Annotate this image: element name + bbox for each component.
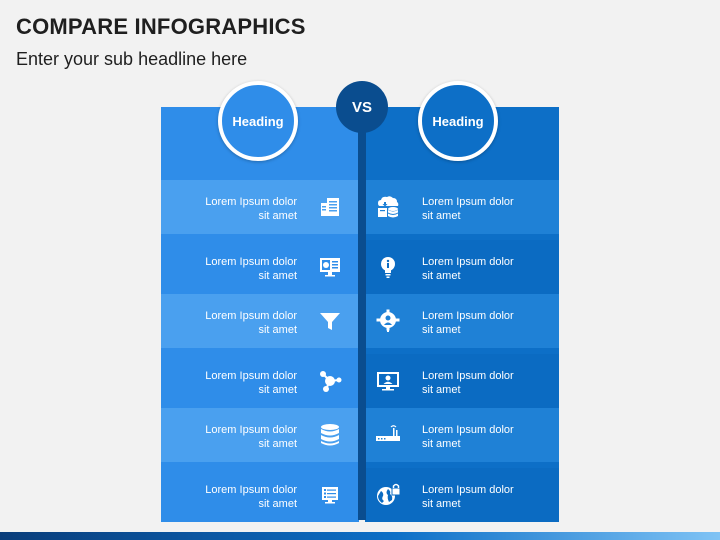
globe-lock-icon: [375, 482, 401, 508]
left-row-text: Lorem Ipsum dolor sit amet: [205, 424, 297, 450]
right-row-text: Lorem Ipsum dolor sit amet: [422, 484, 514, 510]
right-row-3: Lorem Ipsum dolor sit amet: [365, 294, 559, 348]
router-icon: [375, 422, 401, 448]
right-row-1: Lorem Ipsum dolor sit amet: [365, 180, 559, 234]
left-heading: Heading: [232, 113, 284, 129]
video-call-icon: [375, 368, 401, 394]
left-heading-circle: Heading: [218, 81, 298, 161]
left-row-3: Lorem Ipsum dolor sit amet: [161, 294, 359, 348]
left-row-text: Lorem Ipsum dolor sit amet: [205, 370, 297, 396]
bottom-accent-bar: [0, 532, 720, 540]
left-row-2: Lorem Ipsum dolor sit amet: [161, 240, 359, 294]
slide-title: COMPARE INFOGRAPHICS: [16, 14, 306, 39]
right-row-text: Lorem Ipsum dolor sit amet: [422, 310, 514, 336]
left-row-5: Lorem Ipsum dolor sit amet: [161, 408, 359, 462]
left-row-1: Lorem Ipsum dolor sit amet: [161, 180, 359, 234]
left-row-text: Lorem Ipsum dolor sit amet: [205, 196, 297, 222]
server-rack-icon: [317, 194, 343, 220]
monitor-report-icon: [317, 254, 343, 280]
lightbulb-info-icon: [375, 254, 401, 280]
slide-subtitle: Enter your sub headline here: [16, 49, 248, 69]
left-row-text: Lorem Ipsum dolor sit amet: [205, 484, 297, 510]
molecule-network-icon: [317, 368, 343, 394]
gear-person-icon: [375, 308, 401, 334]
funnel-icon: [317, 308, 343, 334]
right-row-6: Lorem Ipsum dolor sit amet: [365, 468, 559, 522]
right-row-2: Lorem Ipsum dolor sit amet: [365, 240, 559, 294]
left-row-text: Lorem Ipsum dolor sit amet: [205, 256, 297, 282]
left-row-6: Lorem Ipsum dolor sit amet: [161, 468, 359, 522]
right-row-text: Lorem Ipsum dolor sit amet: [422, 424, 514, 450]
right-row-text: Lorem Ipsum dolor sit amet: [422, 196, 514, 222]
vs-label: VS: [351, 98, 372, 116]
left-row-text: Lorem Ipsum dolor sit amet: [205, 310, 297, 336]
left-row-4: Lorem Ipsum dolor sit amet: [161, 354, 359, 408]
checklist-monitor-icon: [317, 482, 343, 508]
right-row-text: Lorem Ipsum dolor sit amet: [422, 370, 514, 396]
center-divider: [358, 120, 366, 520]
vs-badge: VS: [336, 81, 388, 133]
cloud-database-icon: [375, 194, 401, 220]
right-row-4: Lorem Ipsum dolor sit amet: [365, 354, 559, 408]
right-heading: Heading: [432, 113, 484, 129]
right-heading-circle: Heading: [418, 81, 498, 161]
right-row-5: Lorem Ipsum dolor sit amet: [365, 408, 559, 462]
right-row-text: Lorem Ipsum dolor sit amet: [422, 256, 514, 282]
database-icon: [317, 422, 343, 448]
